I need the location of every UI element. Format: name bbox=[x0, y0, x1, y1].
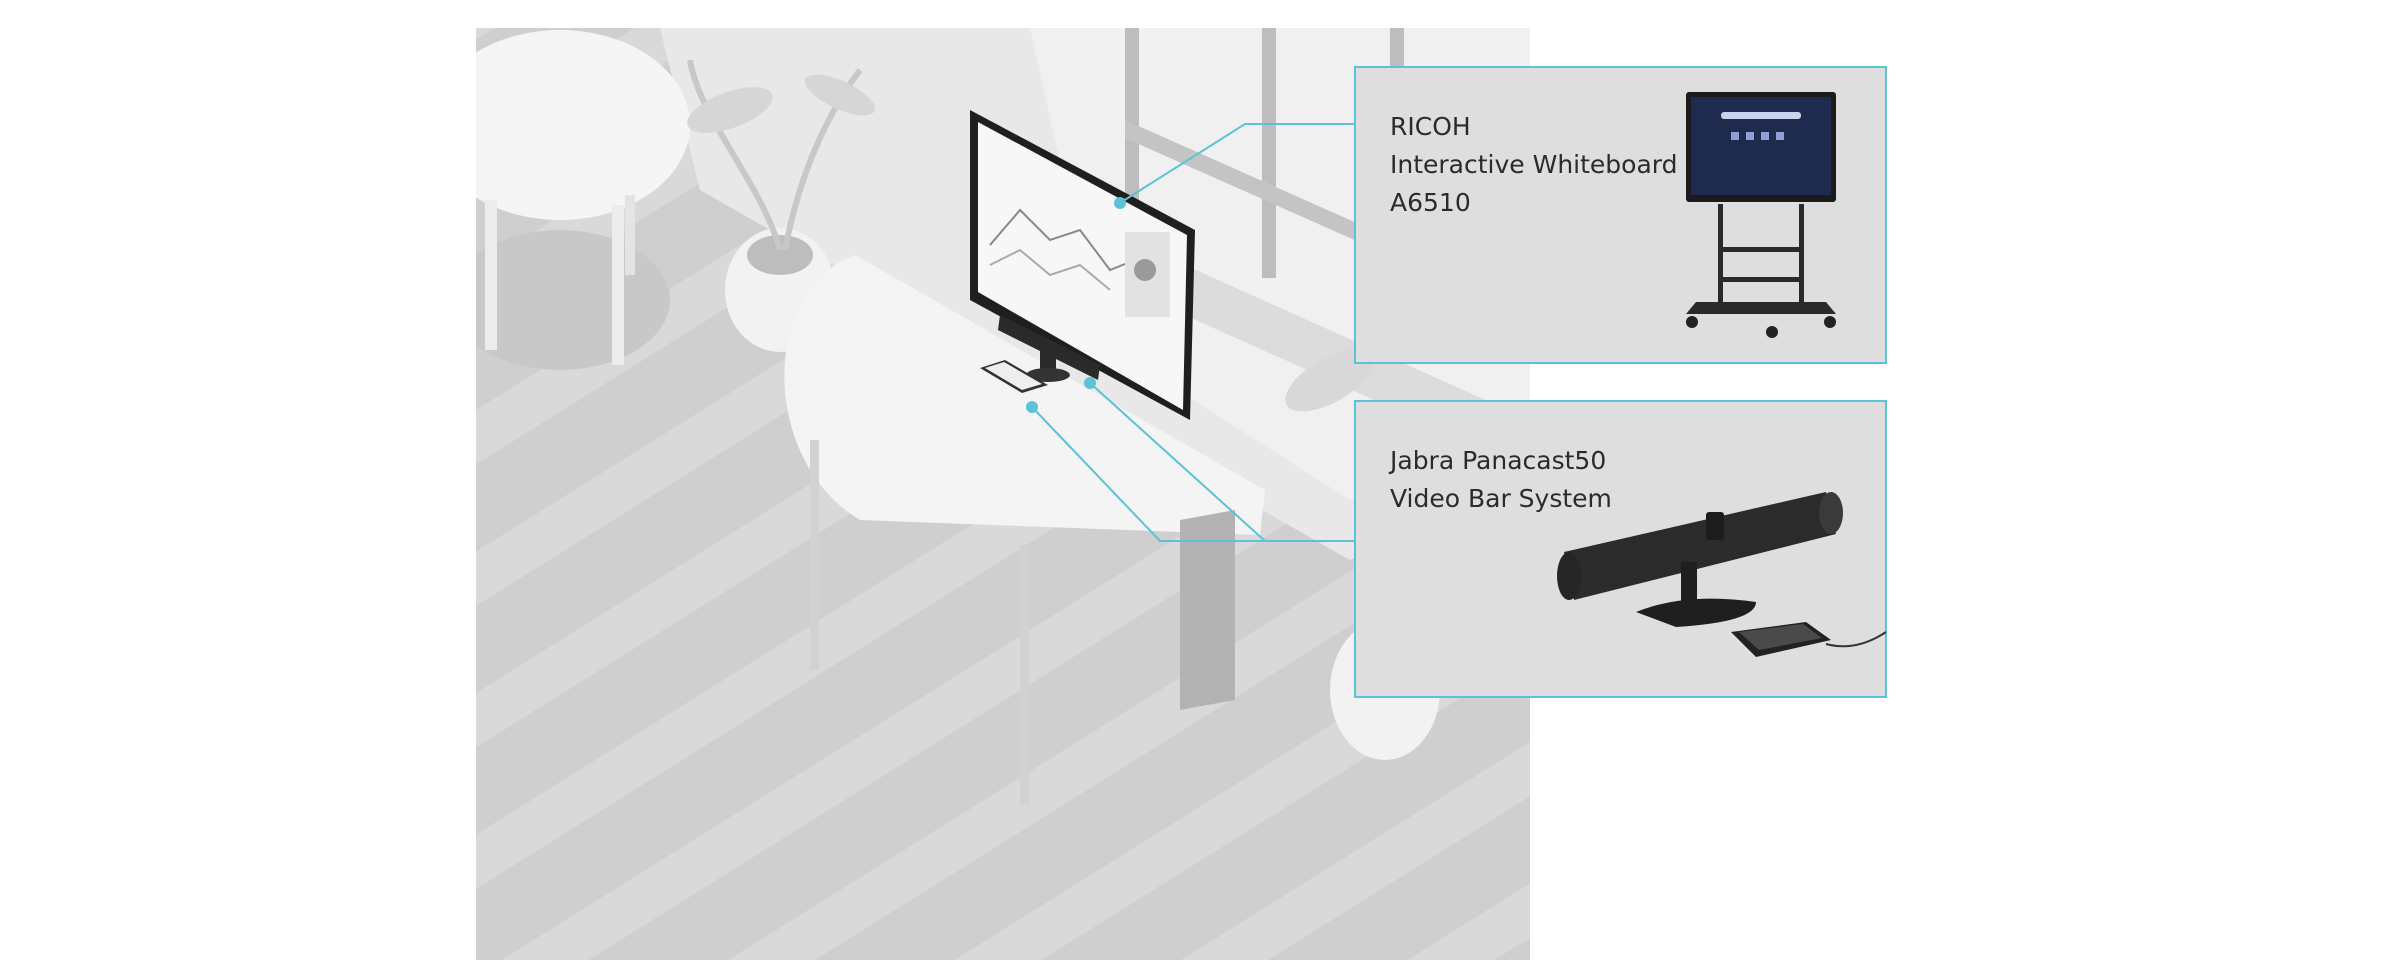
whiteboard-label: RICOH Interactive Whiteboard A6510 bbox=[1390, 108, 1678, 222]
whiteboard-callout: RICOH Interactive Whiteboard A6510 bbox=[1354, 66, 1887, 364]
videobar-label-line-1: Jabra Panacast50 bbox=[1390, 446, 1607, 475]
whiteboard-on-stand-icon bbox=[1686, 92, 1836, 338]
videobar-connector-line-2 bbox=[1031, 406, 1265, 542]
videobar-label: Jabra Panacast50 Video Bar System bbox=[1390, 442, 1612, 518]
video-bar-with-tablet-icon bbox=[1557, 492, 1886, 657]
whiteboard-label-line-1: RICOH bbox=[1390, 112, 1471, 141]
whiteboard-label-line-2: Interactive Whiteboard bbox=[1390, 150, 1678, 179]
videobar-callout: Jabra Panacast50 Video Bar System bbox=[1354, 400, 1887, 698]
whiteboard-connector-line bbox=[1119, 123, 1355, 204]
whiteboard-label-line-3: A6510 bbox=[1390, 188, 1471, 217]
videobar-label-line-2: Video Bar System bbox=[1390, 484, 1612, 513]
